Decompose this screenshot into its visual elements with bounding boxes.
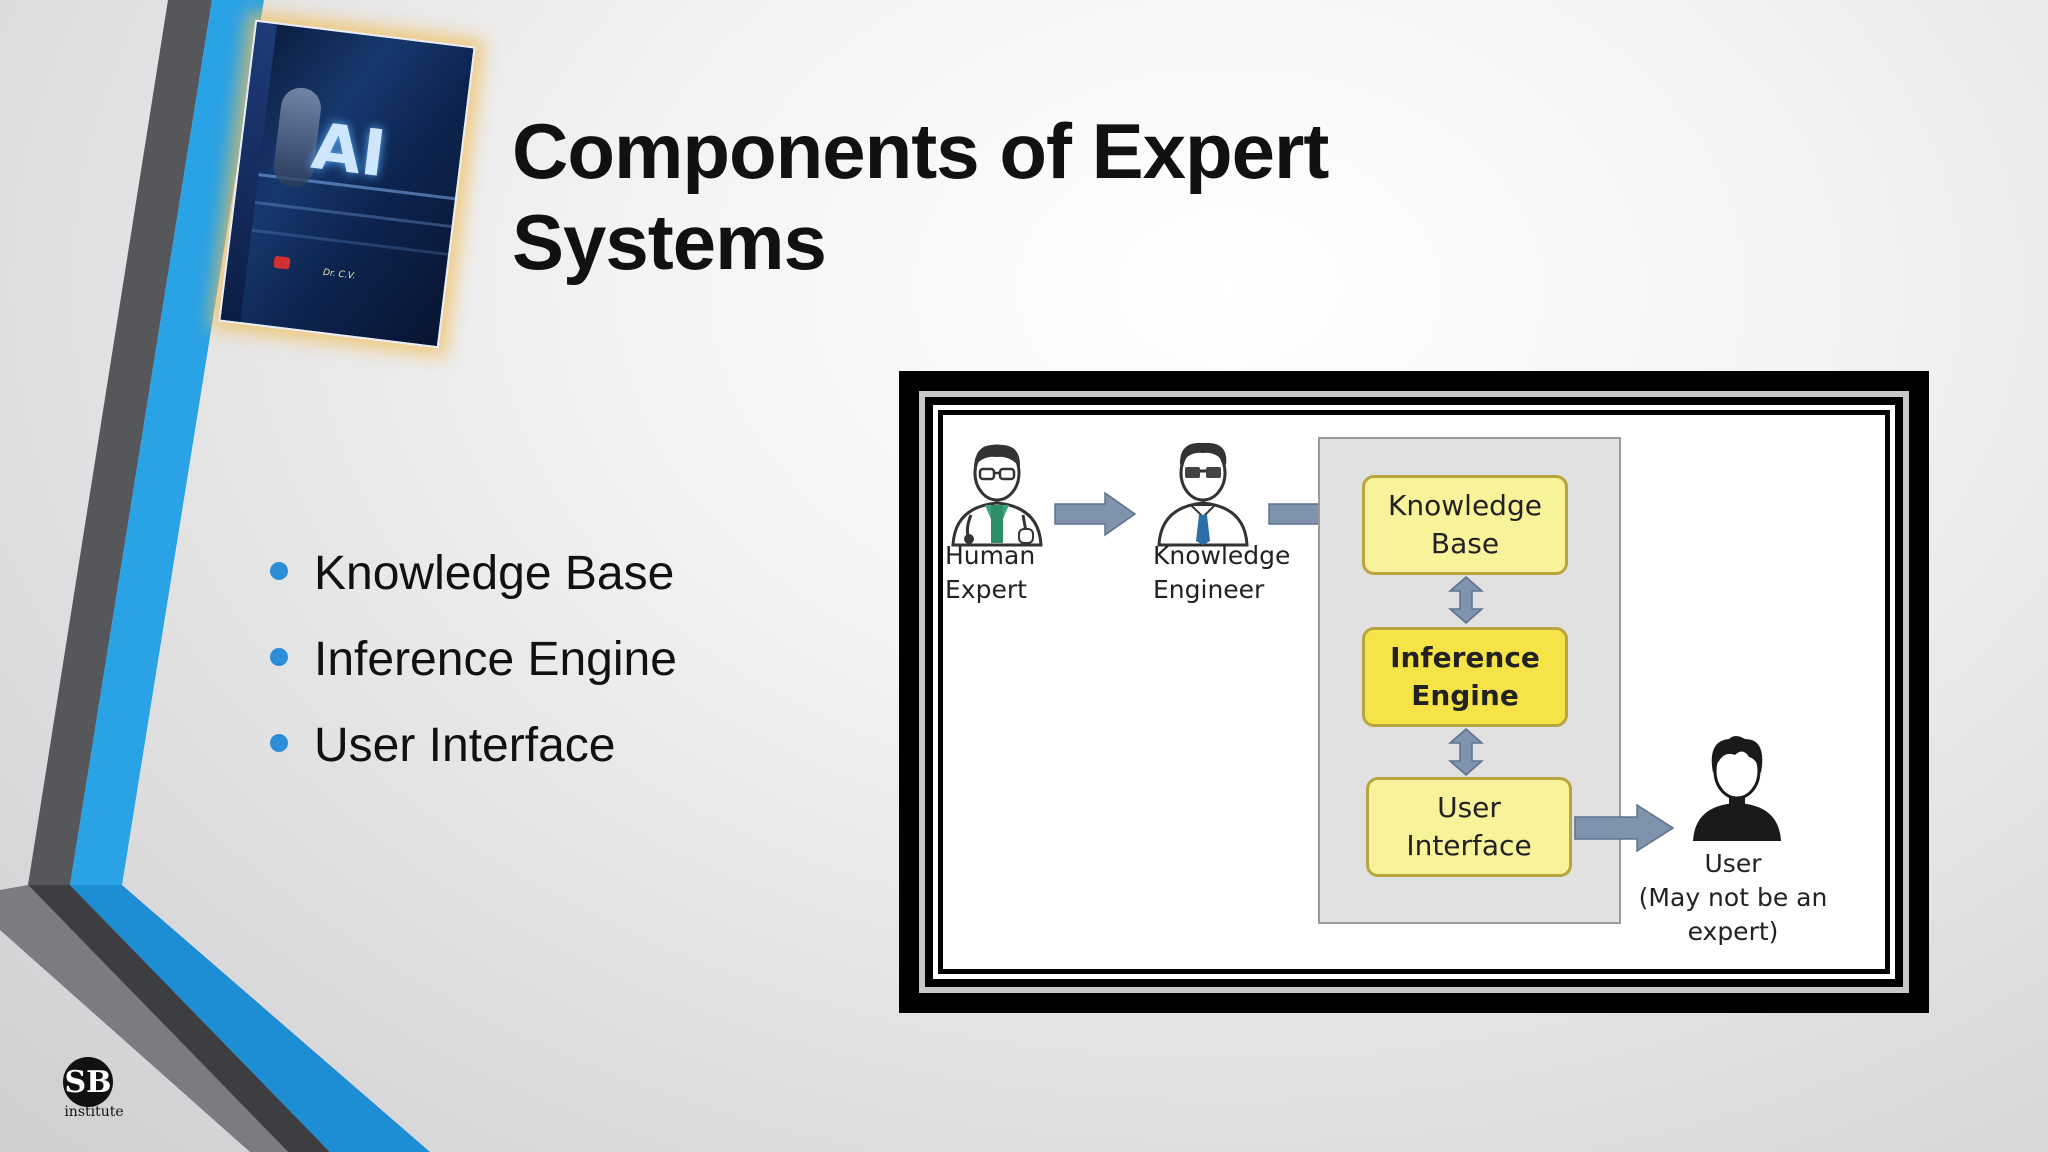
engineer-icon (1157, 442, 1249, 547)
human-expert-label: Human Expert (945, 541, 1036, 604)
brand-logo: SB institute (30, 1054, 140, 1128)
bullet-list: Knowledge Base Inference Engine User Int… (264, 546, 677, 804)
knowledge-base-box: Knowledge Base (1362, 475, 1568, 575)
inference-engine-box: Inference Engine (1362, 627, 1568, 727)
bullet-item: User Interface (264, 718, 677, 804)
bullet-item: Inference Engine (264, 632, 677, 718)
arrow-right-icon (1054, 491, 1137, 537)
diagram-frame: Human Expert Knowledge Engineer (899, 371, 1929, 1013)
user-label: User (May not be an expert) (1638, 849, 1828, 946)
doctor-icon (951, 444, 1043, 547)
user-interface-box: User Interface (1366, 777, 1572, 877)
expert-system-diagram: Human Expert Knowledge Engineer (943, 415, 1885, 969)
bullet-dot-icon (270, 648, 288, 666)
arrow-right-icon (1574, 803, 1675, 853)
bullet-dot-icon (270, 562, 288, 580)
sb-logo-icon: SB (63, 1057, 113, 1107)
double-arrow-icon (1448, 728, 1484, 776)
knowledge-engineer-label: Knowledge Engineer (1153, 541, 1291, 604)
book-cover-title: AI (307, 109, 390, 193)
bullet-item: Knowledge Base (264, 546, 677, 632)
user-icon (1693, 736, 1781, 841)
slide-title: Components of Expert Systems (512, 107, 1329, 286)
book-cover-image: AI Dr. C.V. (218, 19, 476, 349)
bullet-dot-icon (270, 734, 288, 752)
svg-text:SB: SB (64, 1065, 111, 1100)
brand-logo-text: institute (64, 1104, 124, 1120)
double-arrow-icon (1448, 576, 1484, 624)
